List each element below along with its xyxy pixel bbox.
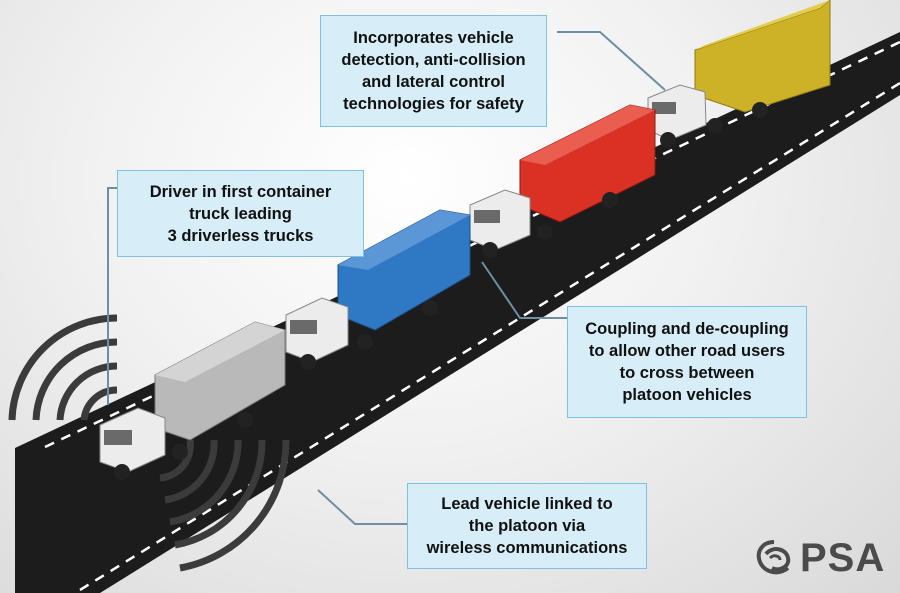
callout-driver: Driver in first container truck leading … xyxy=(117,170,364,257)
wireless-signal-icon xyxy=(8,314,290,572)
callout-coupling: Coupling and de-coupling to allow other … xyxy=(567,306,807,418)
truck-1-grey xyxy=(99,321,286,480)
callout-connectors xyxy=(107,31,666,525)
psa-logo: PSA xyxy=(752,530,892,586)
callout-wireless: Lead vehicle linked to the platoon via w… xyxy=(407,483,647,569)
truck-4-yellow xyxy=(647,0,831,148)
truck-2-blue xyxy=(285,209,471,370)
psa-logo-text: PSA xyxy=(800,535,886,580)
truck-3-red xyxy=(469,104,656,258)
callout-safety: Incorporates vehicle detection, anti-col… xyxy=(320,15,547,127)
psa-logo-icon xyxy=(756,540,791,575)
